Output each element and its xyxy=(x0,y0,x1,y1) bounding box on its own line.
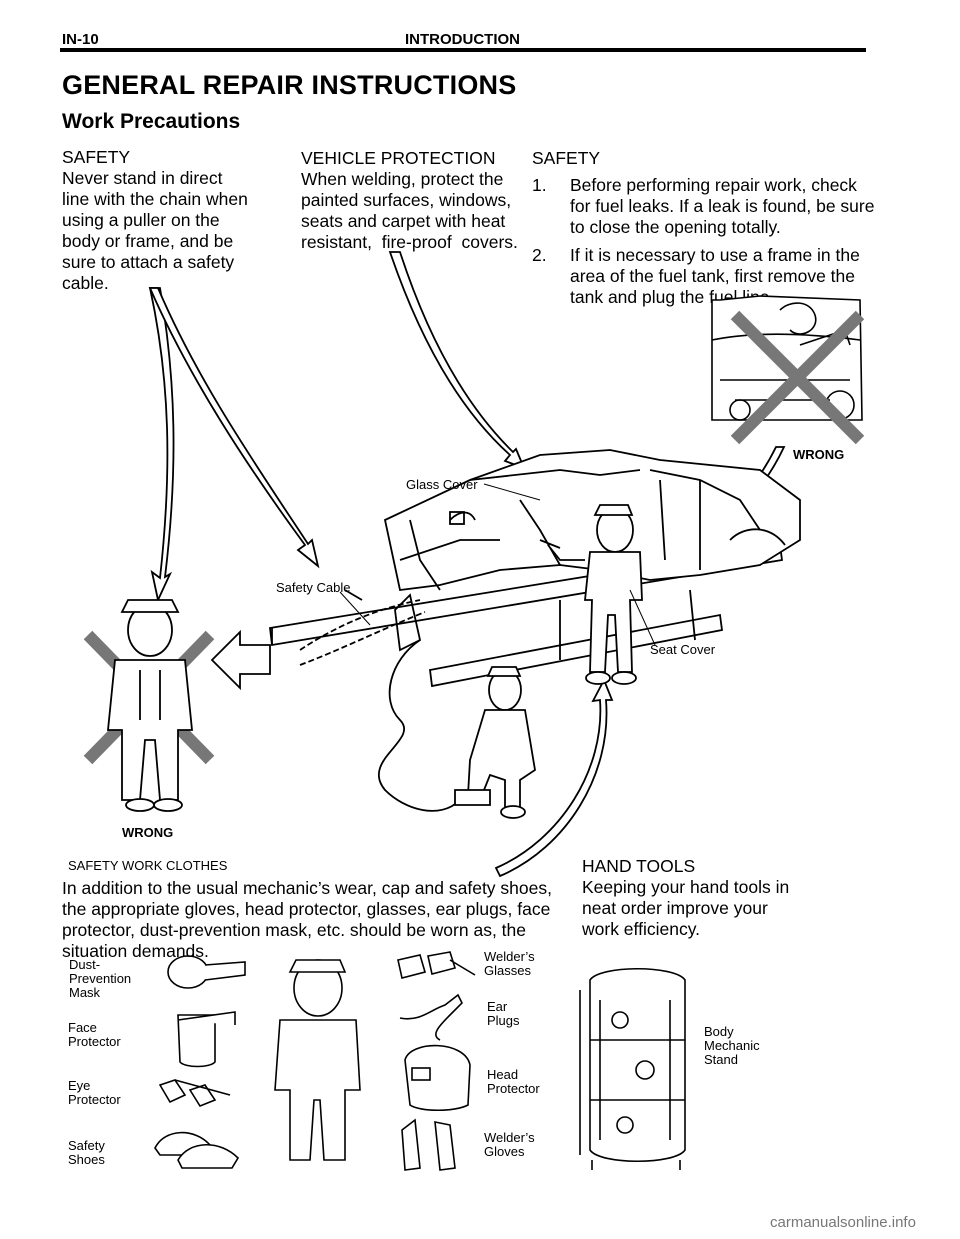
welders-gloves-label: Welder’s Gloves xyxy=(484,1131,535,1159)
safety-chain-line: sure to attach a safety xyxy=(62,252,235,272)
safety-shoes-label: Safety Shoes xyxy=(68,1139,105,1167)
page-title: GENERAL REPAIR INSTRUCTIONS xyxy=(62,70,517,100)
seat-cover-label: Seat Cover xyxy=(650,642,716,657)
wrong-label-inset: WRONG xyxy=(793,447,845,462)
safety-cable-chain xyxy=(299,599,426,666)
item-line: Before performing repair work, check xyxy=(570,175,857,195)
label-line: Protector xyxy=(487,1081,540,1096)
vehicle-protection-line: When welding, protect the xyxy=(301,169,504,189)
head-protector-label: Head Protector xyxy=(487,1068,540,1096)
welder-worker xyxy=(547,504,643,685)
label-line: Welder’s xyxy=(484,1130,535,1145)
arrow-to-car xyxy=(388,251,526,470)
label-line: Body xyxy=(704,1024,734,1039)
work-clothes-line: situation demands. xyxy=(62,941,209,961)
watermark: carmanualsonline.info xyxy=(770,1214,916,1231)
safety-chain-line: Never stand in direct xyxy=(62,168,223,188)
work-clothes-line: protector, dust-prevention mask, etc. sh… xyxy=(62,920,526,940)
safety-chain-line: using a puller on the xyxy=(62,210,220,230)
item-number: 1. xyxy=(532,175,547,195)
safety-chain-line: body or frame, and be xyxy=(62,231,234,251)
item-line: for fuel leaks. If a leak is found, be s… xyxy=(570,196,875,216)
label-line: Mechanic xyxy=(704,1038,760,1053)
label-line: Ear xyxy=(487,999,508,1014)
section-name: INTRODUCTION xyxy=(405,31,520,48)
vehicle-protection-line: painted surfaces, windows, xyxy=(301,190,512,210)
label-line: Protector xyxy=(68,1034,121,1049)
vehicle-protection-block: VEHICLE PROTECTION When welding, protect… xyxy=(301,148,526,253)
label-line: Face xyxy=(68,1020,97,1035)
safety-fuel-block: SAFETY 1. Before performing repair work,… xyxy=(532,148,877,315)
label-line: Eye xyxy=(68,1078,91,1093)
item-line: to close the opening totally. xyxy=(570,217,781,237)
safety-fuel-title: SAFETY xyxy=(532,148,601,168)
fuel-tank-inset xyxy=(711,295,863,421)
label-line: Shoes xyxy=(68,1152,105,1167)
hand-tools-line: neat order improve your xyxy=(582,898,768,918)
safety-cable-label: Safety Cable xyxy=(276,580,351,595)
work-clothes-text: In addition to the usual mechanic’s wear… xyxy=(62,878,562,962)
eye-protector-drawing xyxy=(158,1079,231,1107)
page-subtitle: Work Precautions xyxy=(62,110,241,133)
label-line: Protector xyxy=(68,1092,121,1107)
equipment-drawings xyxy=(154,951,686,1171)
eye-protector-label: Eye Protector xyxy=(68,1079,121,1107)
vehicle-protection-title: VEHICLE PROTECTION xyxy=(301,148,496,168)
safety-fuel-item: 1. Before performing repair work, check … xyxy=(532,175,877,238)
welders-gloves-drawing xyxy=(401,1118,456,1171)
safety-chain-block: SAFETY Never stand in direct line with t… xyxy=(62,147,262,294)
face-protector-label: Face Protector xyxy=(68,1021,121,1049)
face-protector-drawing xyxy=(177,1014,216,1068)
welders-glasses-drawing xyxy=(397,951,476,979)
wrong-label-worker: WRONG xyxy=(122,825,174,840)
dust-mask-label: Dust- Prevention Mask xyxy=(69,958,131,1000)
welders-glasses-label: Welder’s Glasses xyxy=(484,950,535,978)
header-rule xyxy=(60,48,866,52)
arrow-to-worker xyxy=(148,287,175,603)
safety-chain-line: line with the chain when xyxy=(62,189,248,209)
label-line: Welder’s xyxy=(484,949,535,964)
hand-tools-title: HAND TOOLS xyxy=(582,856,696,876)
pull-direction-arrow xyxy=(210,629,271,691)
vehicle-protection-line: resistant, fire-proof covers. xyxy=(301,232,518,252)
item-line: If it is necessary to use a frame in the xyxy=(570,245,860,265)
page-id: IN-10 xyxy=(62,31,99,48)
body-mechanic-stand-label: Body Mechanic Stand xyxy=(704,1025,760,1067)
safety-chain-line: cable. xyxy=(62,273,109,293)
hand-tools-block: HAND TOOLS Keeping your hand tools in ne… xyxy=(582,856,812,940)
arrow-to-safety-cable xyxy=(148,287,320,569)
label-line: Stand xyxy=(704,1052,738,1067)
label-line: Dust- xyxy=(69,957,101,972)
item-line: area of the fuel tank, first remove the xyxy=(570,266,856,286)
worker-wrong xyxy=(107,599,193,812)
safety-fuel-list: 1. Before performing repair work, check … xyxy=(532,175,877,308)
pump-worker xyxy=(454,666,536,819)
x-marks xyxy=(83,310,865,765)
label-line: Plugs xyxy=(487,1013,520,1028)
head-protector-drawing xyxy=(404,1044,471,1112)
label-line: Prevention xyxy=(69,971,132,986)
ear-plugs-label: Ear Plugs xyxy=(487,1000,520,1028)
safety-chain-title: SAFETY xyxy=(62,147,131,167)
ear-plugs-drawing xyxy=(399,993,463,1041)
label-line: Head xyxy=(487,1067,519,1082)
work-clothes-line: the appropriate gloves, head protector, … xyxy=(62,899,551,919)
arrow-to-welder xyxy=(494,677,614,878)
label-line: Mask xyxy=(69,985,101,1000)
work-clothes-title: SAFETY WORK CLOTHES xyxy=(68,858,228,873)
work-clothes-line: In addition to the usual mechanic’s wear… xyxy=(62,878,552,898)
label-line: Gloves xyxy=(484,1144,525,1159)
item-number: 2. xyxy=(532,245,547,265)
label-line: Glasses xyxy=(484,963,531,978)
hand-tools-line: Keeping your hand tools in xyxy=(582,877,790,897)
label-line: Safety xyxy=(68,1138,105,1153)
hand-tools-line: work efficiency. xyxy=(582,919,701,939)
air-hose xyxy=(377,639,461,812)
glass-cover-label: Glass Cover xyxy=(406,477,478,492)
wrong-x-inset xyxy=(730,310,865,445)
vehicle-protection-line: seats and carpet with heat xyxy=(301,211,506,231)
